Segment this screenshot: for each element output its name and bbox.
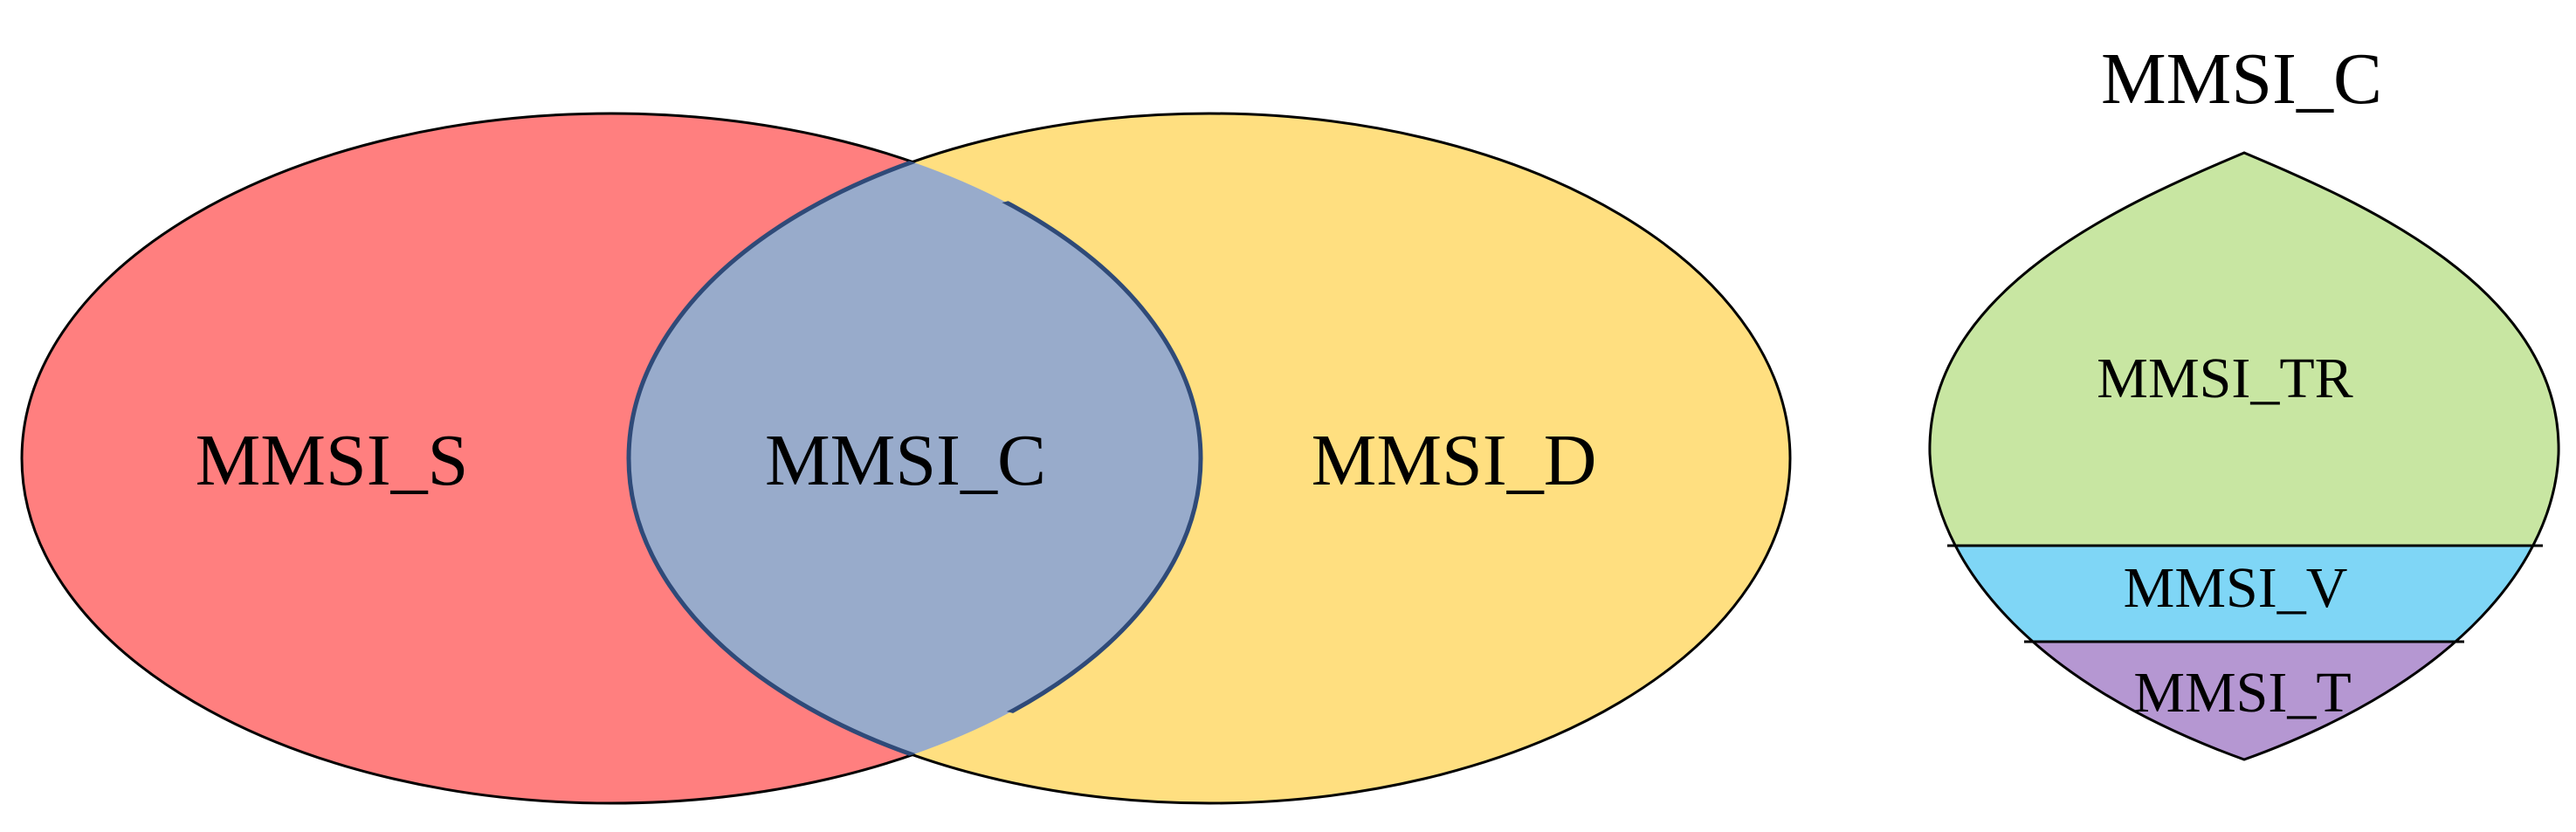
segment-t-label: MMSI_T [2133,661,2351,725]
set-s-label: MMSI_S [196,420,469,501]
segment-tr-label: MMSI_TR [2097,347,2352,410]
set-c-intersection [626,113,1201,803]
set-c-intersection-edge [517,153,1203,760]
breakdown-lens-outline [1928,151,2560,761]
breakdown-title: MMSI_C [2101,38,2382,120]
set-c-label: MMSI_C [765,420,1046,501]
segment-v-label: MMSI_V [2124,556,2348,620]
segment-v-band [1929,546,2559,642]
set-d-label: MMSI_D [1312,420,1597,501]
